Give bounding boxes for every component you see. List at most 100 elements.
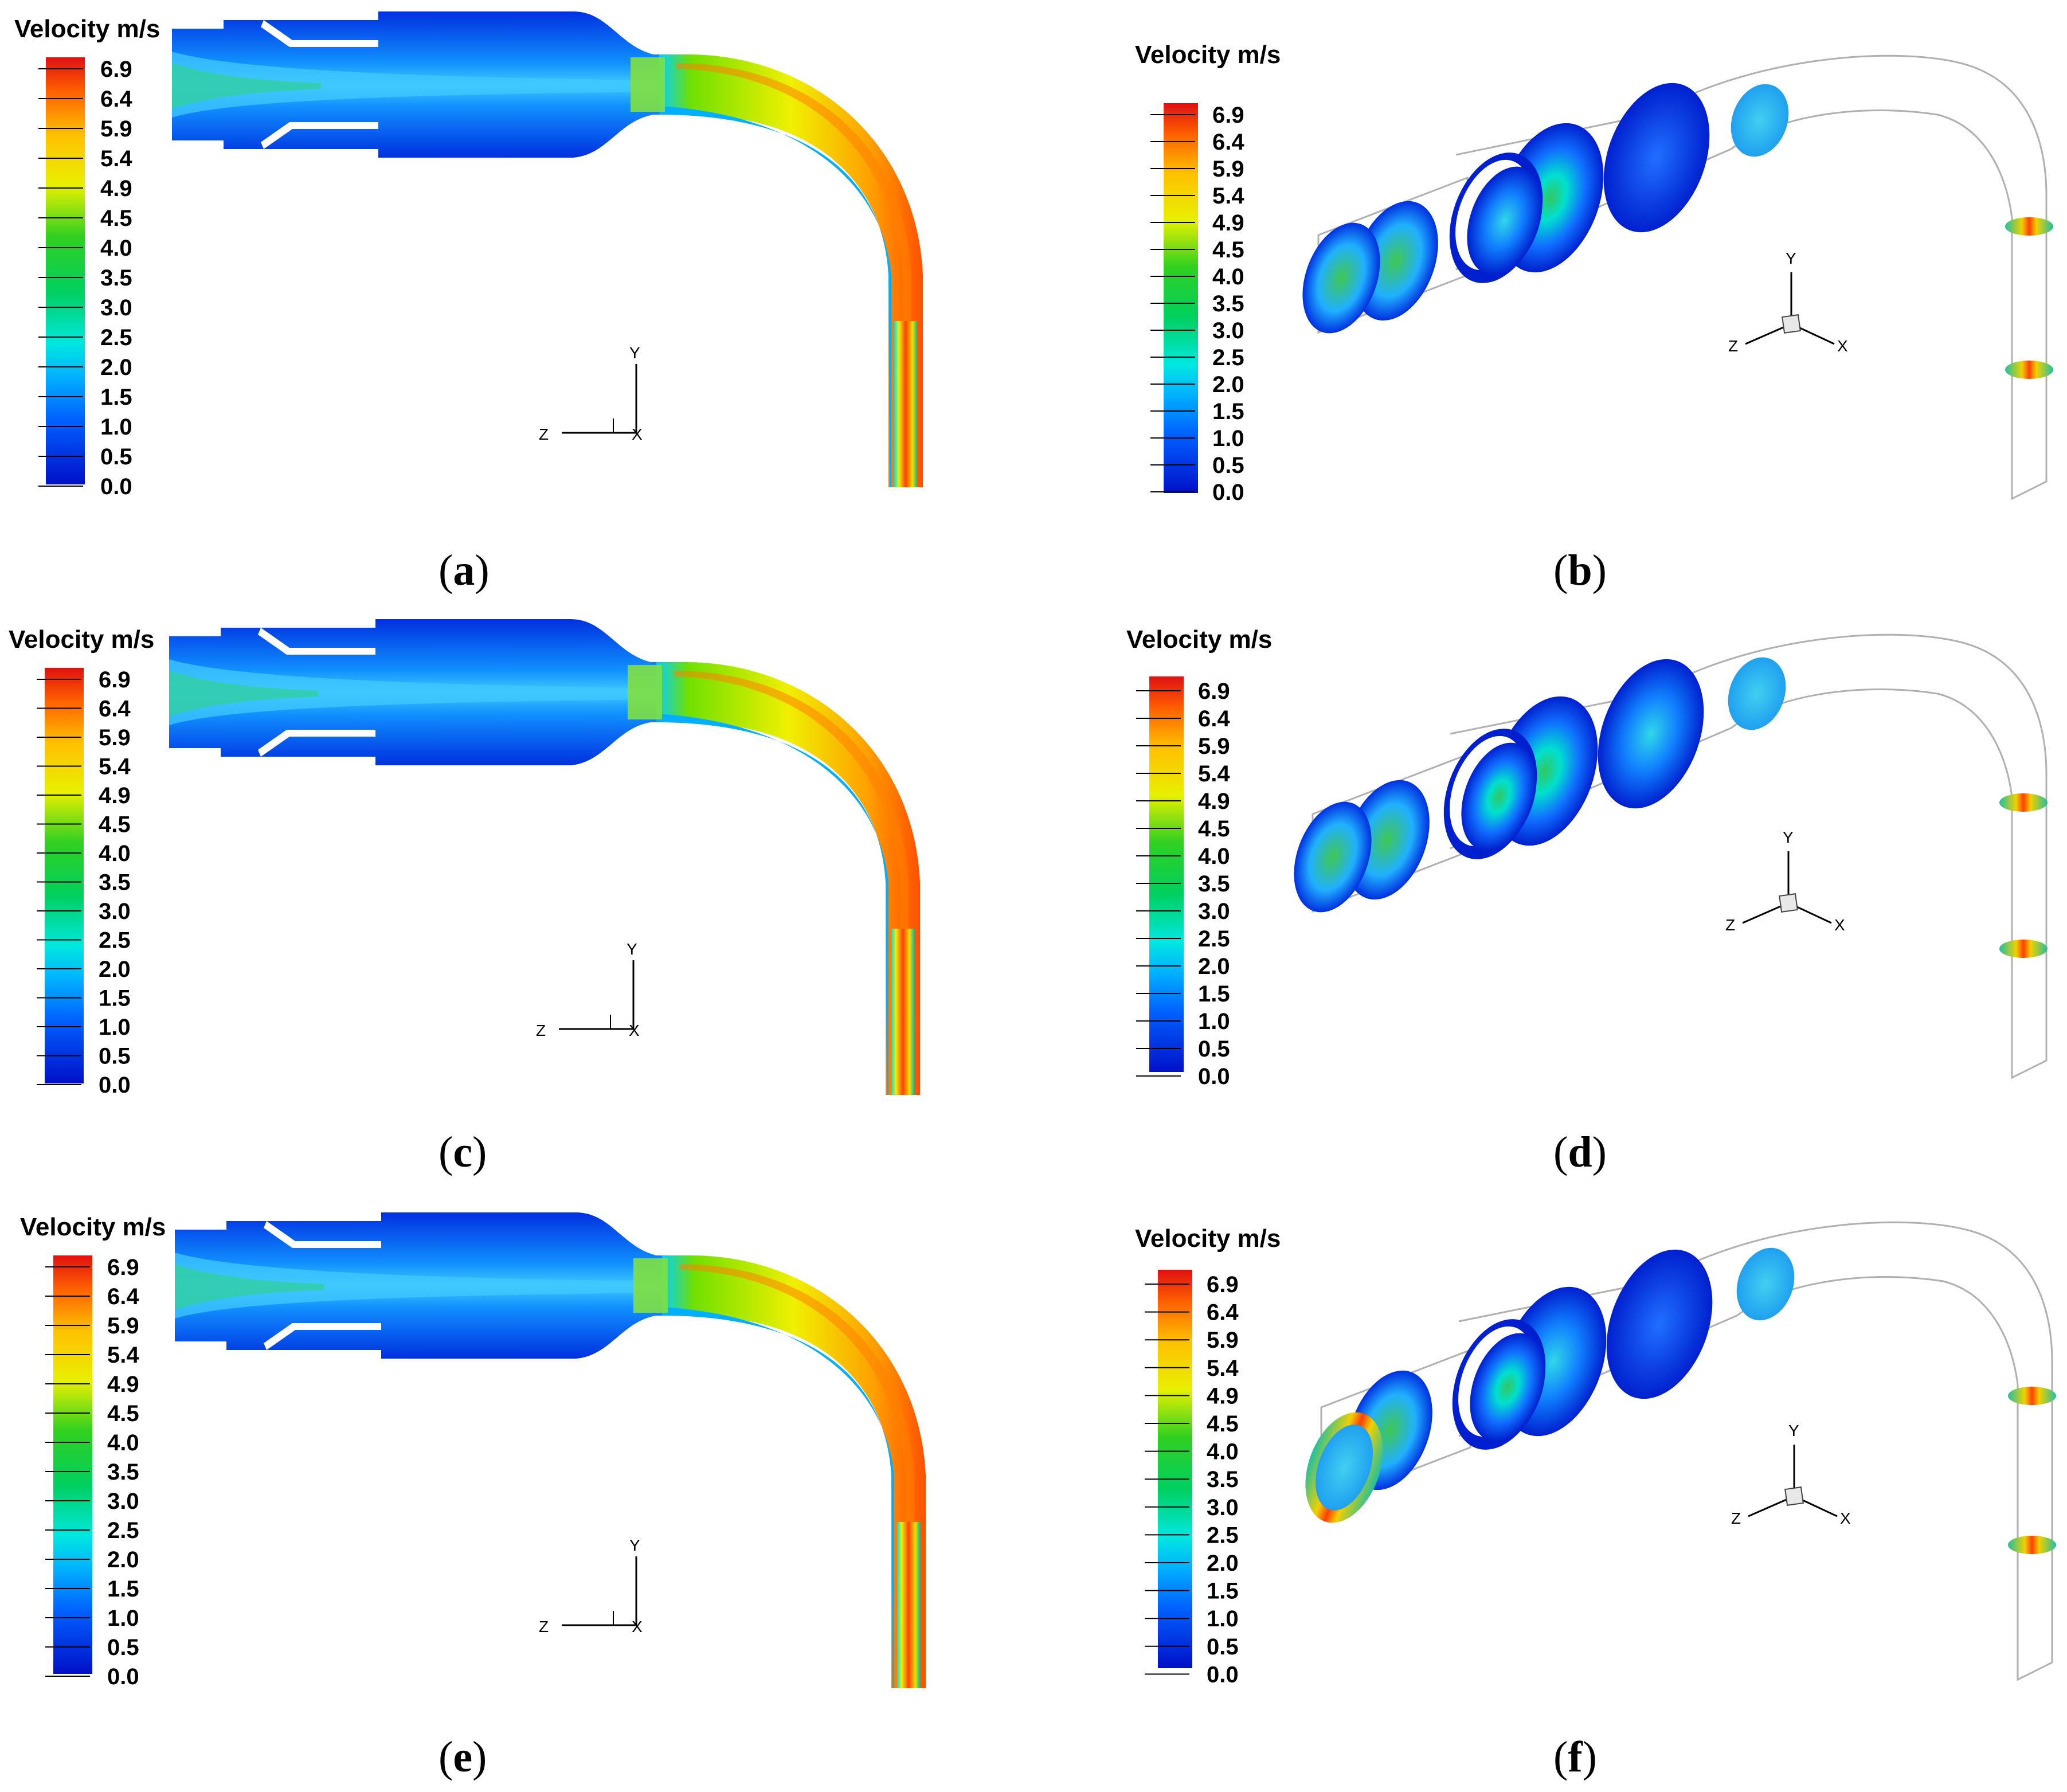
colorbar-tick-label: 2.5 xyxy=(100,325,132,350)
slice-disk-inlet xyxy=(1305,1412,1383,1523)
colorbar-tick-label: 1.5 xyxy=(99,986,131,1011)
slice-disk xyxy=(1736,1247,1795,1321)
slice-ring xyxy=(1449,152,1543,283)
colorbar-tick-label: 6.9 xyxy=(99,667,131,692)
colorbar-tick-label: 4.5 xyxy=(100,206,132,231)
colorbar xyxy=(53,1255,92,1674)
colorbar-tick-label: 0.5 xyxy=(99,1044,131,1069)
legend-title: Velocity m/s xyxy=(20,1213,166,1241)
caption-f: (f) xyxy=(1553,1733,1597,1781)
slice-disk xyxy=(1353,201,1438,321)
axis-triad-a: Y Z X xyxy=(539,344,643,443)
pipe-slice xyxy=(2008,1387,2056,1405)
axis-triad-b: Y Z X xyxy=(1728,249,1848,355)
caption-d: (d) xyxy=(1553,1128,1607,1176)
colorbar-tick-label: 5.4 xyxy=(100,146,132,171)
axis-y-label: Y xyxy=(1786,249,1796,267)
colorbar-tick-label: 2.0 xyxy=(1212,372,1244,397)
colorbar-tick-label: 4.9 xyxy=(1207,1383,1239,1408)
colorbar-tick-label: 1.0 xyxy=(1207,1606,1239,1631)
colorbar-tick-label: 3.0 xyxy=(107,1489,139,1514)
colorbar-tick-label: 2.5 xyxy=(107,1518,139,1543)
panel-f: Velocity m/s 6.96.45.95.44.94.54.03.53.0… xyxy=(1135,1221,2056,1781)
colorbar-tick-label: 0.5 xyxy=(100,444,132,469)
axis-z-label: Z xyxy=(1728,337,1738,355)
colorbar-tick-label: 1.5 xyxy=(1198,981,1230,1007)
colorbar-tick-label: 2.5 xyxy=(1198,926,1230,952)
colorbar xyxy=(46,57,85,484)
slice-ring xyxy=(1452,1319,1546,1450)
axis-triad-d: Y Z X xyxy=(1725,828,1845,934)
colorbar-tick-label: 1.5 xyxy=(100,385,132,410)
colorbar-tick-label: 0.5 xyxy=(1198,1036,1230,1062)
colorbar-tick-label: 2.0 xyxy=(1207,1551,1239,1576)
colorbar-tick-label: 0.0 xyxy=(107,1664,139,1689)
colorbar-tick-label: 0.0 xyxy=(99,1073,131,1098)
slice-disk xyxy=(1294,801,1372,913)
colorbar-tick-label: 0.5 xyxy=(1207,1634,1239,1660)
colorbar-tick-label: 4.0 xyxy=(1212,264,1244,289)
colorbar-tick-label: 0.5 xyxy=(1212,453,1244,478)
axis-y-label: Y xyxy=(1783,828,1794,846)
colorbar-tick-label: 0.0 xyxy=(1207,1662,1239,1687)
colorbar-tick-label: 5.9 xyxy=(100,116,132,142)
colorbar-tick-label: 6.9 xyxy=(1207,1272,1239,1297)
pipe-slice xyxy=(1999,793,2048,812)
panel-b: Velocity m/s 6.96.45.95.44.94.54.03.53.0… xyxy=(1135,41,2053,594)
colorbar-tick-label: 1.5 xyxy=(107,1576,139,1602)
colorbar-tick-label: 6.4 xyxy=(100,87,132,112)
caption-a: (a) xyxy=(439,546,490,594)
axis-triad-c: Y Z X xyxy=(536,940,640,1039)
axis-triad-f: Y Z X xyxy=(1731,1422,1851,1527)
legend-d: Velocity m/s 6.96.45.95.44.94.54.03.53.0… xyxy=(1126,625,1272,1089)
colorbar-tick-label: 2.0 xyxy=(107,1547,139,1572)
slice-disk xyxy=(1731,84,1789,157)
colorbar-tick-label: 2.0 xyxy=(100,355,132,380)
colorbar-tick-label: 4.5 xyxy=(1198,816,1230,842)
caption-e: (e) xyxy=(439,1733,487,1781)
colorbar-tick-label: 4.0 xyxy=(100,236,132,261)
colorbar-tick-label: 4.5 xyxy=(1212,237,1244,263)
axis-triad-e: Y Z X xyxy=(539,1536,643,1636)
colorbar-tick-label: 5.9 xyxy=(1207,1328,1239,1353)
colorbar xyxy=(45,668,84,1083)
panel-c: Velocity m/s 6.96.45.95.44.94.54.03.53.0… xyxy=(9,619,920,1176)
legend-c: Velocity m/s 6.96.45.95.44.94.54.03.53.0… xyxy=(9,625,154,1098)
axis-x-label: X xyxy=(632,1618,643,1636)
colorbar-tick-label: 1.0 xyxy=(99,1015,131,1040)
colorbar-tick-label: 3.5 xyxy=(1212,291,1244,316)
colorbar-tick-label: 6.4 xyxy=(107,1284,139,1309)
colorbar-tick-label: 4.5 xyxy=(1207,1411,1239,1437)
colorbar-tick-label: 4.9 xyxy=(100,176,132,201)
colorbar-tick-label: 3.5 xyxy=(100,265,132,291)
panel-a: Velocity m/s 6.96.45.95.44.94.54.03.53.0… xyxy=(14,11,923,594)
slice-disk xyxy=(1603,83,1710,233)
colorbar-tick-label: 3.5 xyxy=(99,870,131,895)
colorbar-tick-label: 6.9 xyxy=(1212,103,1244,128)
legend-title: Velocity m/s xyxy=(1135,1224,1281,1253)
colorbar-tick-label: 4.0 xyxy=(99,841,131,866)
colorbar-tick-label: 2.0 xyxy=(99,957,131,982)
colorbar xyxy=(1158,1270,1192,1668)
axis-z-label: Z xyxy=(539,425,549,443)
legend-title: Velocity m/s xyxy=(9,625,154,654)
colorbar-tick-label: 5.4 xyxy=(99,754,131,780)
colorbar-tick-label: 1.0 xyxy=(1198,1009,1230,1034)
axis-y-label: Y xyxy=(629,344,640,362)
colorbar-tick-label: 5.4 xyxy=(1198,761,1230,787)
colorbar-tick-label: 1.5 xyxy=(1207,1579,1239,1604)
axis-y-label: Y xyxy=(627,940,637,958)
colorbar-tick-label: 5.9 xyxy=(107,1313,139,1339)
axis-z-label: Z xyxy=(1731,1509,1741,1527)
colorbar-tick-label: 4.9 xyxy=(1212,210,1244,236)
pipe-slice xyxy=(1999,940,2048,958)
axis-y-label: Y xyxy=(1788,1422,1799,1439)
colorbar-tick-label: 4.5 xyxy=(107,1401,139,1426)
colorbar-tick-label: 3.0 xyxy=(1198,899,1230,924)
colorbar-tick-label: 5.9 xyxy=(99,725,131,750)
colorbar-tick-label: 0.0 xyxy=(100,474,132,499)
colorbar-tick-label: 3.5 xyxy=(107,1460,139,1485)
axis-x-label: X xyxy=(632,425,643,443)
colorbar-tick-label: 6.4 xyxy=(1198,706,1230,731)
